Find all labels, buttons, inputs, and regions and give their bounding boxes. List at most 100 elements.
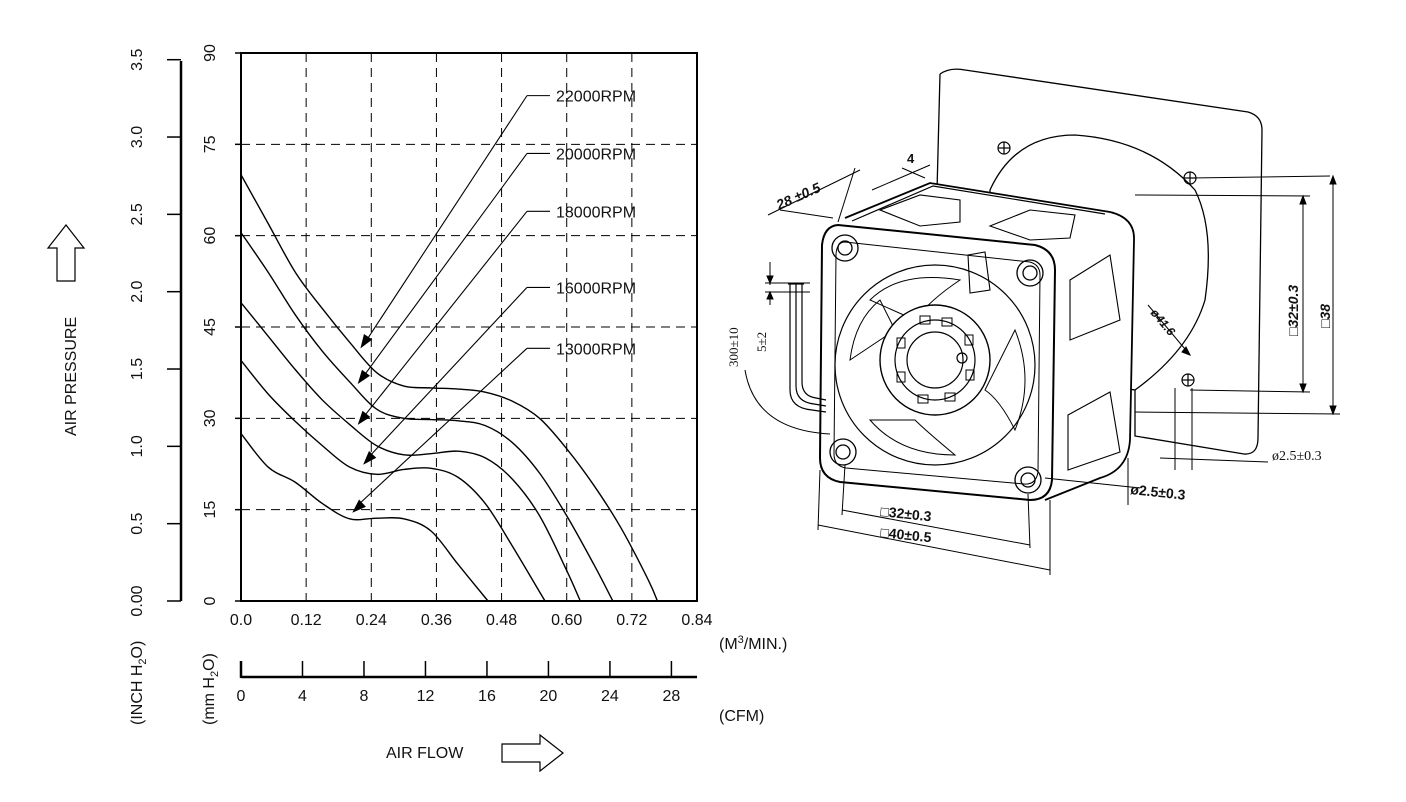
top-notch xyxy=(988,209,1076,241)
fan-dimension-drawing: 28 ±0.5 4 300±10 5±2 ø41.6 □32±0.3 □38 ø… xyxy=(726,68,1341,575)
fan-hub-inner xyxy=(906,331,964,389)
dim-sq40-label: □40±0.5 xyxy=(880,524,933,545)
series-line xyxy=(240,174,659,602)
fan-hub-ring xyxy=(894,319,976,401)
mm-tick-label: 0 xyxy=(202,596,219,605)
chart-grid xyxy=(241,53,697,601)
corner-hole-icons xyxy=(829,234,1044,494)
series-leader xyxy=(357,347,528,506)
fan-hub xyxy=(879,304,991,416)
series-leader xyxy=(363,153,528,377)
series-label: 16000RPM xyxy=(556,280,636,297)
inch-tick-label: 1.0 xyxy=(129,435,146,457)
dim-sq32-side-label: □32±0.3 xyxy=(1285,285,1301,336)
series-label: 20000RPM xyxy=(556,146,636,163)
m3-tick-label: 0.0 xyxy=(230,612,252,629)
fan-throat xyxy=(834,264,1036,466)
y-axis-title: AIR PRESSURE xyxy=(63,317,80,436)
dim-5-label: 5±2 xyxy=(754,332,769,352)
mm-tick-label: 90 xyxy=(202,44,219,62)
fan-front-inner xyxy=(833,241,1041,485)
series-line xyxy=(240,302,581,602)
fan-blade xyxy=(984,328,1026,432)
dim-28-label: 28 ±0.5 xyxy=(773,179,823,213)
mm-tick-label: 15 xyxy=(202,501,219,519)
m3-tick-label: 0.12 xyxy=(291,612,322,629)
pq-chart: 22000RPM 20000RPM 18000RPM 16000RPM 13000RPM… xyxy=(46,44,787,773)
m3-tick-label: 0.60 xyxy=(551,612,582,629)
mm-tick-label: 30 xyxy=(202,409,219,427)
inch-tick-label: 2.5 xyxy=(129,203,146,225)
fan-blade xyxy=(849,299,896,362)
inch-tick-label: 3.5 xyxy=(129,48,146,70)
cfm-tick-label: 28 xyxy=(663,688,681,705)
top-vent xyxy=(878,194,961,227)
mm-ticks: 0 15 30 45 60 75 90 xyxy=(202,44,241,605)
series-labels: 22000RPM 20000RPM 18000RPM 16000RPM 13000RPM xyxy=(352,89,636,513)
inch-ticks: 0.000.51.01.52.02.53.03.5 xyxy=(129,48,181,617)
dim-phi25-front-label: ø2.5±0.3 xyxy=(1130,481,1187,503)
wire-bend-dim xyxy=(744,369,831,435)
dim-phi416-label: ø41.6 xyxy=(1148,306,1179,339)
m3-tick-label: 0.84 xyxy=(681,612,712,629)
y-unit-inch: (INCH H2O) xyxy=(129,641,149,725)
mm-tick-label: 75 xyxy=(202,135,219,153)
inch-tick-label: 0.5 xyxy=(129,512,146,534)
m3-tick-label: 0.48 xyxy=(486,612,517,629)
series-line xyxy=(240,360,546,602)
series-leader xyxy=(365,95,528,341)
wire-guard xyxy=(967,251,991,294)
dim-phi25-side-label: ø2.5±0.3 xyxy=(1272,449,1322,464)
cfm-tick-label: 4 xyxy=(298,688,307,705)
side-vent-top xyxy=(1069,254,1121,341)
fan-hub-center xyxy=(956,352,968,364)
series-leader xyxy=(368,287,528,458)
series-leader xyxy=(363,210,528,418)
fan-blade xyxy=(868,419,957,456)
series-arrowhead xyxy=(357,369,371,385)
mm-tick-label: 60 xyxy=(202,227,219,245)
lead-wires xyxy=(789,284,827,413)
y-unit-mm: (mm H2O) xyxy=(201,653,221,725)
dim-sq38-label: □38 xyxy=(1317,304,1333,328)
series-arrowhead xyxy=(363,451,377,465)
cfm-tick-label: 24 xyxy=(601,688,619,705)
series-arrowhead xyxy=(360,333,373,349)
dim-300-label: 300±10 xyxy=(726,327,741,367)
cfm-tick-label: 20 xyxy=(540,688,558,705)
dim-4-label: 4 xyxy=(907,151,915,166)
series-arrowhead xyxy=(352,499,366,513)
x-unit-m3: (M3/MIN.) xyxy=(719,634,787,653)
inch-tick-label: 2.0 xyxy=(129,280,146,302)
m3-ticks: 0.0 0.12 0.24 0.36 0.48 0.60 0.72 0.84 xyxy=(230,612,713,629)
x-axis-title: AIR FLOW xyxy=(386,745,464,762)
dim-sq32-bottom-label: □32±0.3 xyxy=(880,503,933,524)
series-line xyxy=(240,433,489,602)
series-curves xyxy=(240,174,659,602)
hub-slot-icons xyxy=(896,315,975,404)
mounting-plate xyxy=(939,68,1263,455)
inch-tick-label: 0.00 xyxy=(129,585,146,616)
m3-tick-label: 0.72 xyxy=(616,612,647,629)
m3-tick-label: 0.36 xyxy=(421,612,452,629)
series-label: 22000RPM xyxy=(556,89,636,106)
m3-tick-label: 0.24 xyxy=(356,612,387,629)
cfm-tick-label: 8 xyxy=(360,688,369,705)
fan-housing-top xyxy=(851,185,1106,222)
right-arrow-icon xyxy=(501,733,564,773)
series-line xyxy=(240,232,614,602)
series-label: 13000RPM xyxy=(556,341,636,358)
series-arrowhead xyxy=(357,410,371,425)
cfm-tick-label: 12 xyxy=(417,688,435,705)
up-arrow-icon xyxy=(46,224,86,282)
cfm-tick-label: 16 xyxy=(478,688,496,705)
series-label: 18000RPM xyxy=(556,204,636,221)
side-vent-bottom xyxy=(1067,391,1121,471)
mm-tick-label: 45 xyxy=(202,318,219,336)
inch-tick-label: 3.0 xyxy=(129,126,146,148)
cfm-ticks: 0 4 8 12 16 20 24 28 xyxy=(237,661,681,705)
cfm-tick-label: 0 xyxy=(237,688,246,705)
dimension-lines xyxy=(765,164,1341,575)
